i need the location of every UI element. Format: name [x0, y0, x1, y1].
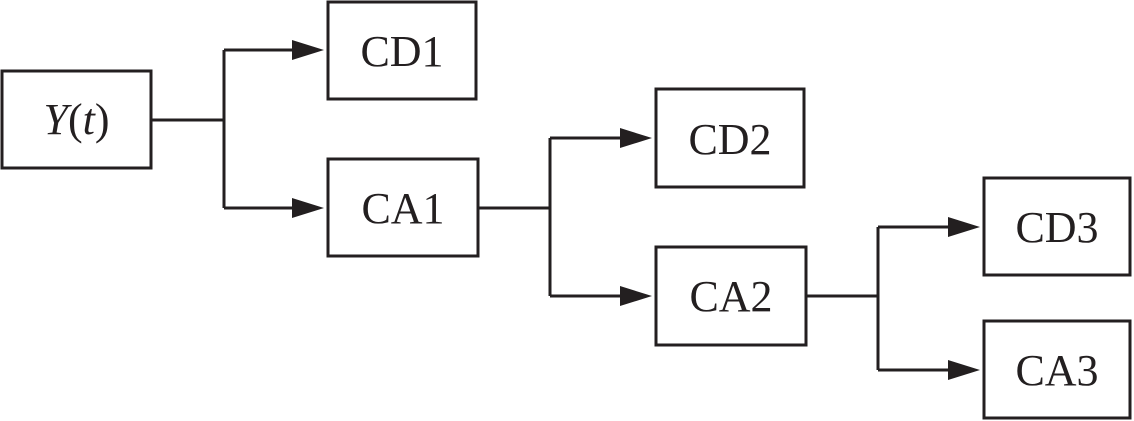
- node-cd2-label: CD2: [688, 115, 771, 164]
- arrow-ca1-to-ca2: [620, 286, 652, 306]
- node-ca1-box: [326, 157, 480, 258]
- arrow-ca2-to-cd3: [948, 217, 980, 237]
- node-ca1: CA1: [326, 157, 480, 258]
- node-cd1-label: CD1: [360, 27, 443, 76]
- connector-ca1: [478, 136, 624, 298]
- node-cd2-box: [654, 87, 806, 189]
- arrow-root-to-cd1: [292, 40, 324, 60]
- node-root: Y(t): [0, 69, 153, 170]
- node-cd3-box: [982, 176, 1132, 277]
- node-ca3-box: [982, 319, 1132, 420]
- node-ca2-box: [654, 245, 808, 347]
- node-cd3-label: CD3: [1015, 203, 1098, 252]
- node-ca3: CA3: [982, 319, 1132, 420]
- connector-ca2: [806, 225, 952, 372]
- node-root-label: Y(t): [43, 95, 109, 144]
- connector-root: [151, 48, 296, 210]
- arrow-root-to-ca1: [292, 198, 324, 218]
- node-ca2-label: CA2: [689, 272, 772, 321]
- arrow-ca1-to-cd2: [620, 128, 652, 148]
- node-cd3: CD3: [982, 176, 1132, 277]
- node-ca2: CA2: [654, 245, 808, 347]
- node-ca3-label: CA3: [1015, 346, 1098, 395]
- node-ca1-label: CA1: [361, 184, 444, 233]
- node-cd2: CD2: [654, 87, 806, 189]
- node-cd1: CD1: [326, 0, 478, 101]
- node-cd1-box: [326, 0, 478, 101]
- arrow-ca2-to-ca3: [948, 360, 980, 380]
- node-root-box: [0, 69, 153, 170]
